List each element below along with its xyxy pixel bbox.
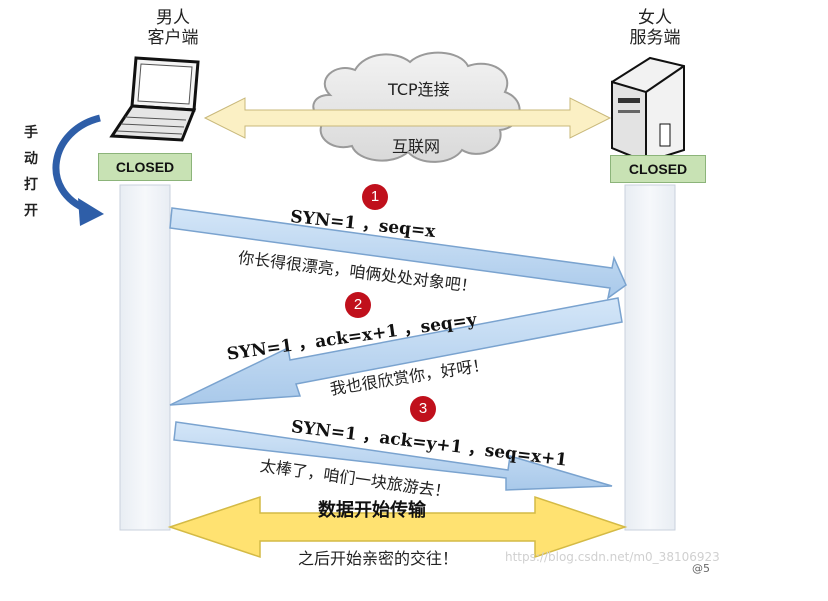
client-role: 男人 bbox=[156, 8, 190, 28]
internet-cloud-icon bbox=[312, 51, 521, 163]
syn-ack-arrow bbox=[169, 297, 623, 406]
internet-label: 互联网 bbox=[392, 137, 441, 156]
manual-open-arrow bbox=[52, 114, 104, 226]
laptop-icon bbox=[109, 56, 200, 142]
client-timeline bbox=[119, 184, 171, 531]
manual-open-label: 手 动 打 开 bbox=[24, 125, 38, 219]
client-state-badge: CLOSED bbox=[98, 153, 192, 181]
data-transfer-arrow bbox=[167, 495, 628, 559]
server-timeline bbox=[624, 184, 676, 531]
server-state-badge: CLOSED bbox=[610, 155, 706, 183]
server-icon bbox=[611, 56, 685, 164]
data-transfer-caption: 之后开始亲密的交往！ bbox=[298, 549, 459, 568]
client-label: 客户端 bbox=[147, 28, 199, 48]
corner-mark: @5 bbox=[692, 562, 710, 575]
server-title: 女人 服务端 bbox=[615, 8, 695, 48]
tcp-connection-arrow bbox=[203, 97, 612, 139]
step-2-badge: 2 bbox=[345, 292, 371, 318]
step-1-badge: 1 bbox=[362, 184, 388, 210]
data-transfer-title: 数据开始传输 bbox=[318, 500, 426, 521]
watermark-text: https://blog.csdn.net/m0_38106923 bbox=[505, 550, 720, 564]
client-title: 男人 客户端 bbox=[138, 8, 208, 48]
syn-arrow bbox=[169, 207, 627, 300]
step-3-badge: 3 bbox=[410, 396, 436, 422]
server-label: 服务端 bbox=[629, 28, 681, 48]
server-role: 女人 bbox=[638, 8, 672, 28]
ack-arrow bbox=[173, 421, 613, 491]
tcp-connection-label: TCP连接 bbox=[388, 80, 450, 99]
